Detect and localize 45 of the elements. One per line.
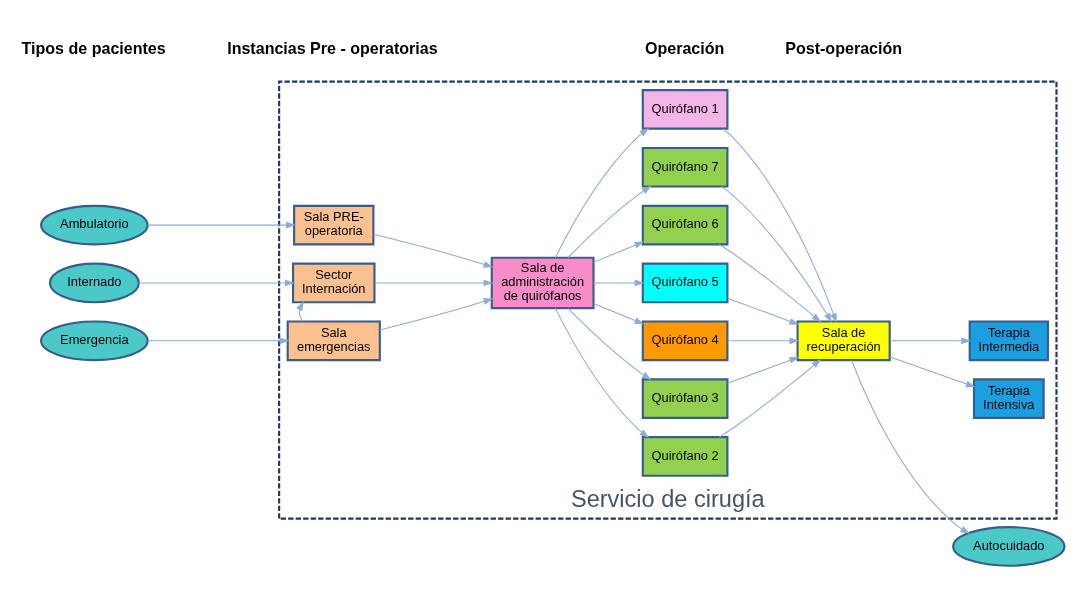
node-box: Quirófano 1 [641, 88, 729, 130]
node-box: Quirófano 5 [641, 262, 729, 303]
node-box: Sala de recuperación [796, 319, 891, 361]
arrow [138, 279, 295, 286]
arrow [593, 279, 645, 286]
node-box: Sector Internación [292, 262, 376, 303]
arrow [718, 243, 822, 322]
node-box: Quirófano 6 [641, 204, 729, 245]
arrow [373, 233, 494, 268]
label: Post-operación [785, 38, 903, 57]
arrow [147, 221, 296, 228]
node-box: Quirófano 7 [641, 146, 729, 188]
arrow [722, 127, 837, 323]
node-ellipse: Internado [48, 262, 140, 303]
label: Instancias Pre - operatorias [227, 38, 438, 57]
arrow [727, 356, 800, 384]
arrow [721, 185, 833, 322]
node-box: Sala emergencias [286, 319, 381, 361]
node-box: Sala de administración de quirófanos [490, 256, 595, 309]
node-box: Terapia Intermedia [968, 319, 1049, 361]
arrow [889, 336, 971, 344]
arrow [851, 359, 970, 534]
label: Operación [644, 38, 725, 57]
label: Tipos de pacientes [21, 38, 166, 57]
arrow [567, 307, 652, 380]
node-box: Quirófano 2 [641, 435, 729, 477]
arrow [889, 355, 976, 387]
arrow [727, 297, 800, 325]
arrow [567, 185, 652, 258]
arrow [718, 358, 822, 438]
arrow [593, 241, 645, 263]
arrow [727, 336, 800, 344]
arrow [147, 336, 290, 344]
arrow [374, 279, 494, 286]
node-ellipse: Ambulatorio [40, 204, 149, 245]
node-box: Sala PRE- operatoria [293, 204, 375, 245]
arrow [554, 307, 650, 438]
node-ellipse: Emergencia [40, 319, 149, 361]
arrow [554, 127, 650, 258]
arrow [296, 300, 304, 322]
node-box: Quirófano 4 [641, 319, 729, 361]
node-box: Terapia Intensiva [972, 377, 1045, 419]
arrow [379, 297, 494, 330]
node-box: Quirófano 3 [641, 377, 729, 419]
arrow [593, 302, 645, 324]
